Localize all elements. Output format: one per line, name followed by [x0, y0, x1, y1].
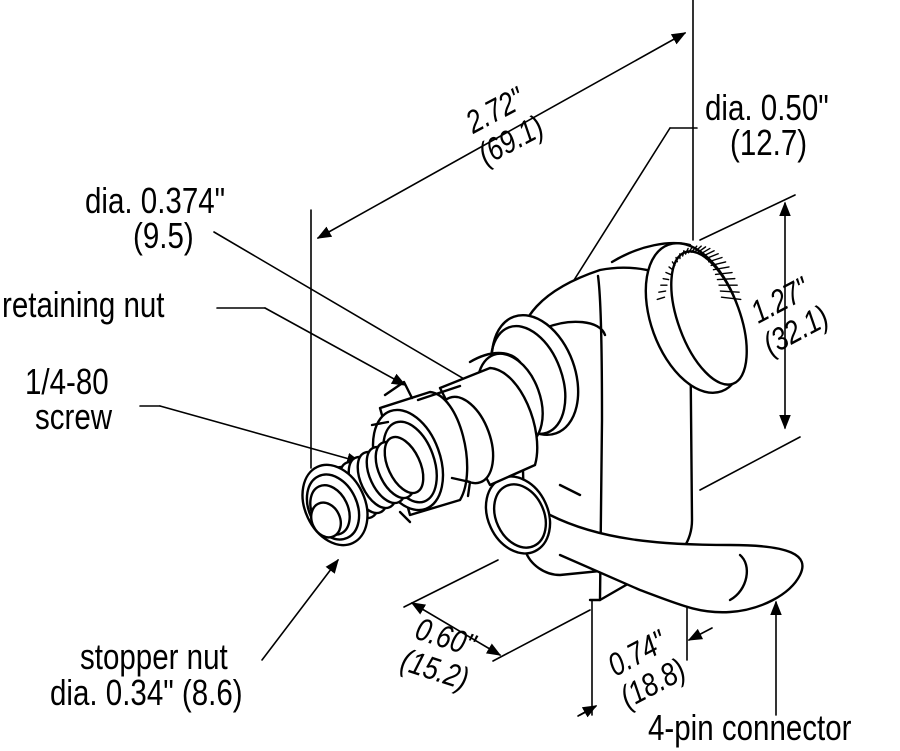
knurl-line	[719, 290, 740, 293]
thread-ring	[383, 435, 425, 495]
knurl-line	[671, 261, 676, 267]
label-dia-050-mm: (12.7)	[730, 122, 808, 163]
knurl-line	[658, 290, 667, 293]
knurl-line	[690, 245, 698, 253]
knurled-thimble	[610, 241, 748, 395]
knurl-line	[712, 266, 730, 271]
label-retaining-nut: retaining nut	[2, 284, 165, 325]
knurl-line	[682, 250, 685, 257]
knurl-line	[668, 266, 674, 271]
label-4pin-connector: 4-pin connector	[648, 707, 852, 748]
dimension-arrows	[316, 32, 791, 718]
knurl-line	[702, 250, 715, 257]
knurl-line	[656, 296, 666, 301]
knurl-line	[705, 253, 719, 260]
knurl-line	[720, 296, 742, 301]
knurl-line	[699, 247, 711, 255]
label-screw: screw	[35, 396, 113, 437]
knurl-line	[665, 271, 672, 276]
connector-cable	[484, 475, 804, 614]
stopper-nut	[301, 463, 369, 547]
dimension-lines	[310, 0, 801, 716]
knurl-line	[687, 246, 694, 254]
knurl-line	[662, 277, 670, 281]
label-screw-size: 1/4-80	[25, 361, 109, 402]
label-dia-0374-mm: (9.5)	[133, 215, 194, 256]
knurl-line	[714, 271, 733, 276]
label-stopper-dia: dia. 0.34" (8.6)	[50, 672, 243, 713]
knurl-line	[707, 256, 723, 263]
knurl-line	[684, 247, 689, 255]
knurl-line	[693, 245, 702, 253]
label-dia-0374: dia. 0.374"	[85, 180, 226, 221]
label-stopper-nut: stopper nut	[80, 636, 228, 677]
knurl-line	[716, 277, 736, 281]
label-dia-050: dia. 0.50"	[705, 87, 829, 128]
knurl-line	[675, 256, 679, 263]
knurl-line	[710, 261, 727, 267]
knurl-line	[696, 246, 707, 254]
